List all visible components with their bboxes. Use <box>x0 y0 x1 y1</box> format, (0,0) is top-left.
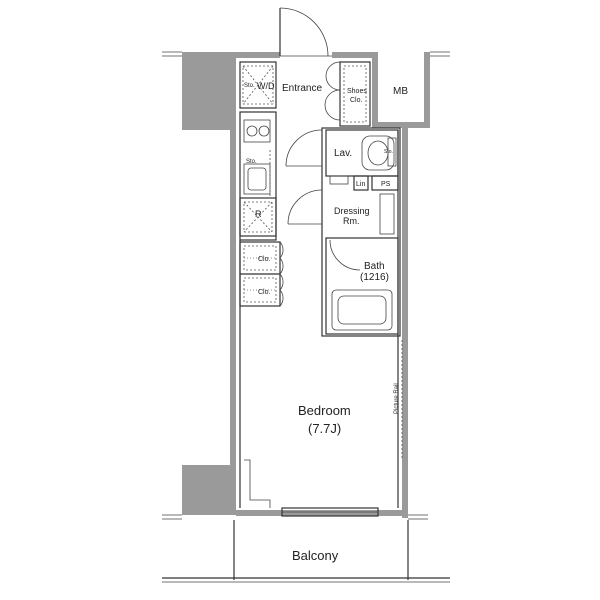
balcony-label: Balcony <box>292 548 339 563</box>
bedroom-window <box>281 507 379 517</box>
ps-label: PS <box>381 181 391 188</box>
wet-area <box>285 127 401 337</box>
bath-label: Bath <box>364 261 385 272</box>
wall-right <box>402 128 408 518</box>
wd-area <box>239 61 277 109</box>
bath-size-label: (1216) <box>360 272 389 283</box>
shoes-clo-label: Clo. <box>350 97 363 104</box>
bedroom-label: Bedroom <box>298 403 351 418</box>
picture-rail-label: Picture Rail <box>394 383 400 414</box>
wall-mb-right <box>424 52 430 128</box>
dressing-label: Dressing <box>334 206 370 216</box>
wall-left <box>230 52 236 508</box>
wall-block-bottom-left <box>182 465 236 515</box>
shoes-closet <box>324 61 371 127</box>
wd-label: W/D <box>257 81 275 91</box>
wall-top-mid <box>332 52 372 58</box>
refrigerator-label: R <box>255 209 262 219</box>
shoes-label: Shoes <box>347 88 367 95</box>
wall-mb-left <box>372 52 378 128</box>
lin-label: Lin <box>356 181 365 188</box>
entrance-label: Entrance <box>282 83 322 94</box>
closet-1-label: Clo. <box>258 256 271 263</box>
balcony <box>162 520 450 583</box>
kitchen-sto-label: Sto. <box>246 159 257 165</box>
dressing-rm-label: Rm. <box>343 216 360 226</box>
wall-mb-bottom <box>372 122 428 128</box>
lav-sto-label: Sto. <box>384 149 393 155</box>
wall-bottom <box>236 510 408 516</box>
bedroom-size-label: (7.7J) <box>308 421 341 436</box>
wall-block-top-left <box>182 52 236 122</box>
wall-top-left <box>236 52 280 58</box>
mb-label: MB <box>393 86 408 97</box>
structural-walls <box>182 52 430 518</box>
kitchen <box>239 111 277 241</box>
entrance-door <box>279 7 332 57</box>
wd-sto-label: Sto. <box>244 83 255 89</box>
closets <box>239 241 284 307</box>
lav-label: Lav. <box>334 148 352 159</box>
wall-block-top-left-lower <box>182 120 236 130</box>
closet-2-label: Clo. <box>258 289 271 296</box>
